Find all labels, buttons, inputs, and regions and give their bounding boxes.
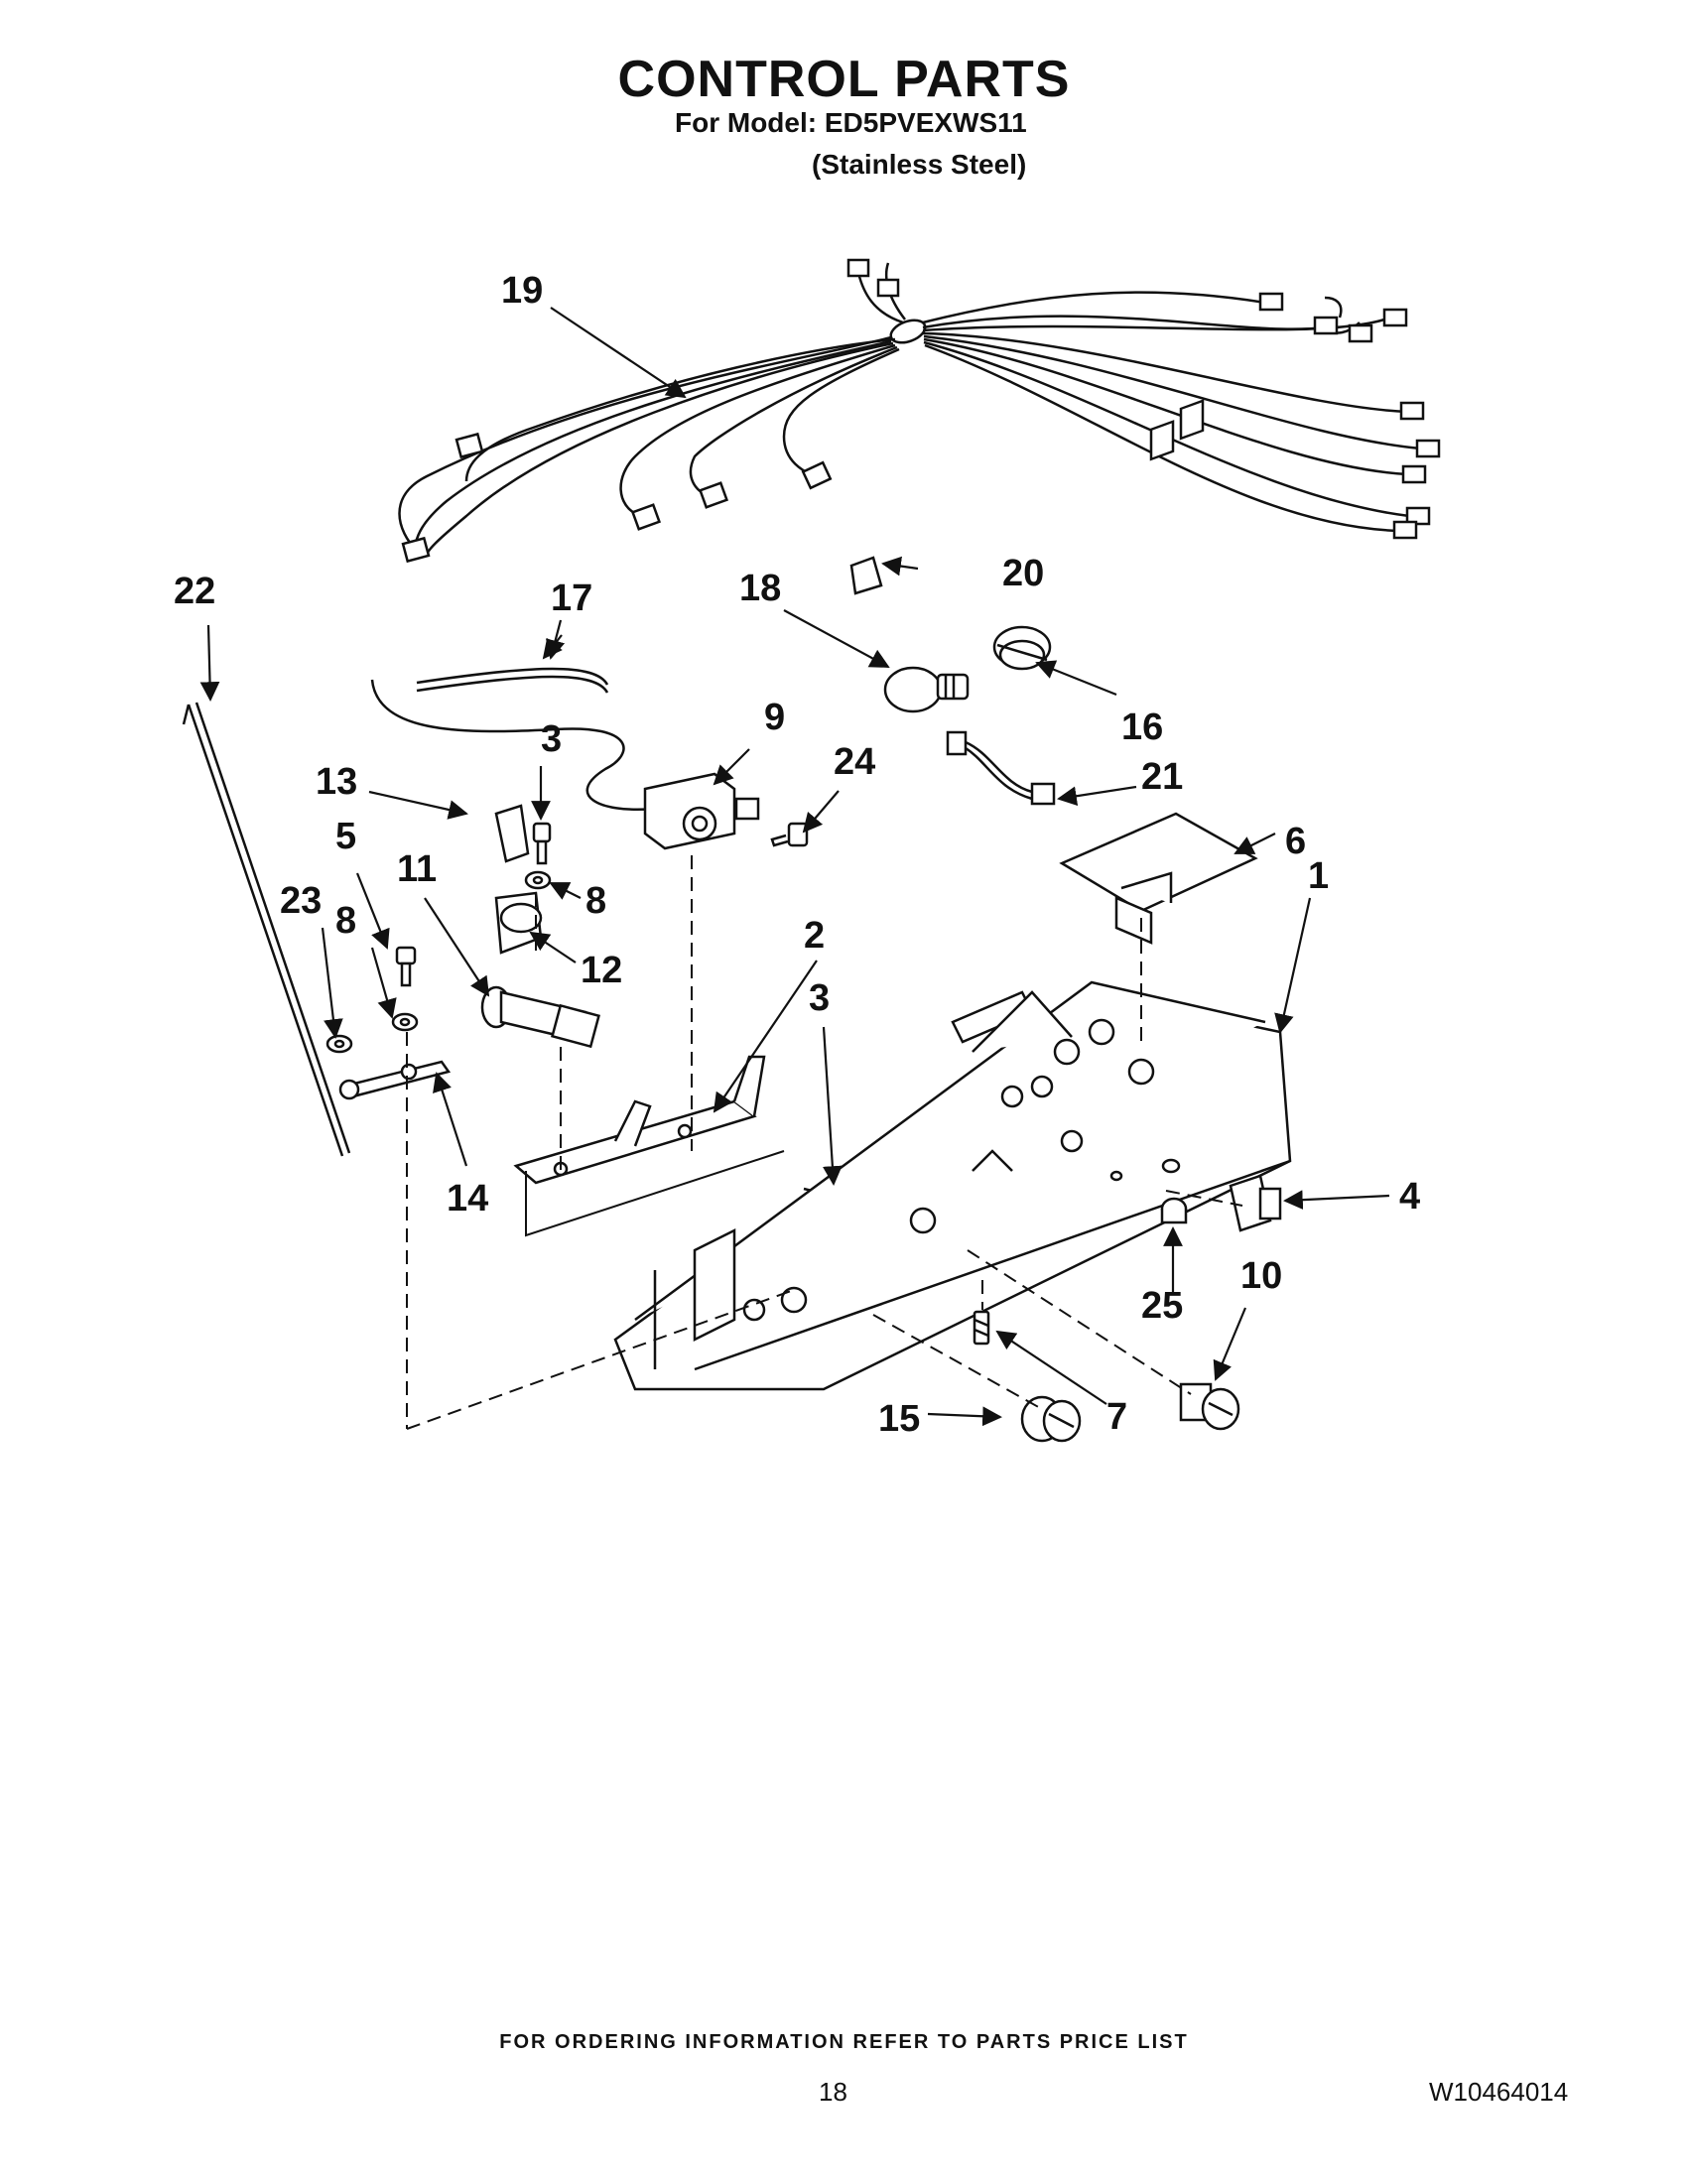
document-number: W10464014 — [1429, 2077, 1569, 2107]
callout-20: 20 — [1002, 553, 1044, 594]
screw-3-upper — [532, 822, 552, 865]
assembly-lines — [406, 855, 1243, 1430]
capillary-tube — [370, 667, 656, 811]
callout-9: 9 — [764, 697, 785, 738]
screw-7 — [973, 1310, 990, 1346]
callout-14: 14 — [447, 1178, 488, 1220]
callout-11: 11 — [397, 848, 437, 890]
callout-6: 6 — [1285, 821, 1306, 862]
callout-3-upper: 3 — [541, 718, 562, 760]
callout-23: 23 — [280, 880, 322, 922]
light-bulb — [883, 666, 970, 713]
screw-5 — [395, 946, 417, 987]
callout-10: 10 — [1240, 1255, 1282, 1297]
leader-arrows — [199, 307, 1390, 1427]
callout-1: 1 — [1308, 855, 1329, 897]
ordering-note: FOR ORDERING INFORMATION REFER TO PARTS … — [499, 2031, 1189, 2053]
knob-10 — [1179, 1382, 1240, 1431]
socket-wire — [946, 730, 1056, 806]
finish-line: (Stainless Steel) — [812, 149, 1027, 180]
harness-connectors — [401, 258, 1441, 564]
callout-2: 2 — [804, 915, 825, 957]
knob-15 — [1020, 1395, 1082, 1443]
callout-24: 24 — [834, 741, 875, 783]
callout-15: 15 — [878, 1398, 920, 1440]
assembly-lines-solid — [525, 1150, 785, 1237]
wire-harness — [398, 262, 1422, 557]
control-housing — [613, 980, 1292, 1391]
washer-8-lower — [391, 1012, 419, 1032]
model-line: For Model: ED5PVEXWS11 — [675, 107, 1027, 138]
callout-13: 13 — [316, 761, 357, 803]
bearing-12 — [494, 891, 543, 955]
callout-16: 16 — [1121, 707, 1163, 748]
bulb-shield — [849, 556, 883, 595]
callout-19: 19 — [501, 270, 543, 312]
control-board — [1059, 399, 1258, 945]
callout-3-lower: 3 — [809, 977, 830, 1019]
lever-14 — [338, 1060, 452, 1100]
callout-numbers: 1 2 3 3 4 5 6 7 8 8 9 10 11 12 13 14 15 … — [174, 270, 1420, 1440]
control-shaft — [480, 985, 600, 1049]
thermostat — [643, 772, 760, 850]
switch-4 — [1229, 1174, 1282, 1232]
callout-5: 5 — [335, 816, 356, 857]
page-title: CONTROL PARTS — [617, 51, 1071, 108]
callout-22: 22 — [174, 571, 215, 612]
washer-8-upper — [524, 870, 552, 890]
callout-12: 12 — [581, 950, 622, 991]
mounting-plate — [513, 1055, 766, 1185]
callout-17: 17 — [551, 578, 592, 619]
callout-8-upper: 8 — [585, 880, 606, 922]
screw-24 — [770, 822, 809, 847]
washer-23 — [325, 1034, 353, 1054]
light-socket — [992, 625, 1052, 671]
rod-22 — [182, 702, 351, 1157]
callout-4: 4 — [1399, 1176, 1420, 1218]
callout-18: 18 — [739, 568, 781, 609]
bracket-13 — [494, 804, 530, 863]
page-number: 18 — [819, 2077, 847, 2107]
callout-8-lower: 8 — [335, 900, 356, 942]
callout-25: 25 — [1141, 1285, 1183, 1327]
callout-7: 7 — [1106, 1396, 1127, 1438]
callout-21: 21 — [1141, 756, 1183, 798]
button-25 — [1160, 1197, 1188, 1224]
